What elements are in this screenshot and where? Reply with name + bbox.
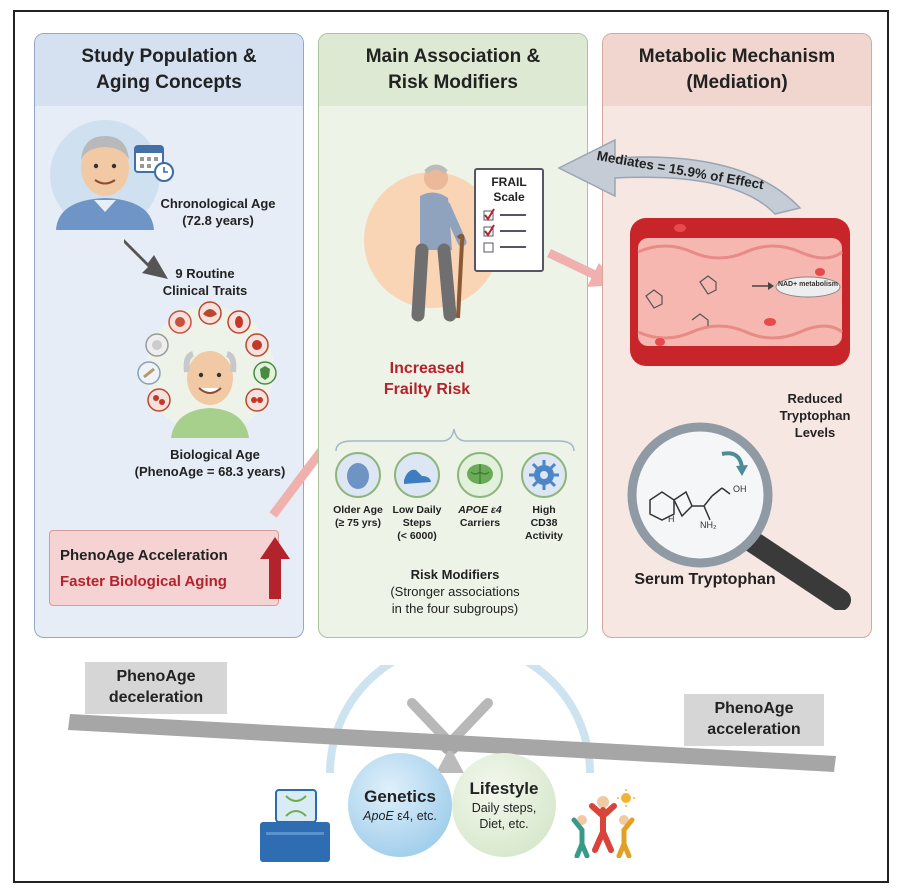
acceleration-line2: acceleration [707,721,801,738]
shoe-icon [404,469,431,484]
panel1-title-line2: Aging Concepts [96,72,242,93]
older-age-icon-circle [335,452,381,498]
modifier-cd38: High CD38 Activity [511,504,577,543]
lifestyle-bubble: Lifestyle Daily steps, Diet, etc. [452,753,556,857]
panel2-header: Main Association & Risk Modifiers [319,34,587,106]
traits-label-line2: Clinical Traits [162,283,248,298]
cd38-icon-circle [521,452,567,498]
modifier-low-steps-line2: Steps [402,517,432,529]
frail-scale-line2: Scale [493,190,525,204]
acceleration-subtitle: Faster Biological Aging [60,573,227,590]
chronological-age-value: (72.8 years) [182,213,254,228]
frail-scale-line1: FRAIL [491,175,527,189]
traits-label-line1: 9 Routine [175,266,235,281]
lifestyle-line1: Daily steps, [471,801,537,815]
reduced-tryptophan-line1: Reduced [787,391,843,406]
up-arrow-icon [260,537,290,599]
risk-modifiers-title: Risk Modifiers [410,567,500,582]
reduced-tryptophan-line3: Levels [794,425,836,440]
brace-icon [335,428,575,452]
modifier-cd38-line3: Activity [525,530,563,542]
panel3-title-line1: Metabolic Mechanism [638,46,836,67]
genetics-title: Genetics [364,787,436,806]
panel1-header: Study Population & Aging Concepts [35,34,303,106]
calendar-clock-icon [134,145,174,182]
lifestyle-title: Lifestyle [469,779,539,798]
magnifying-glass-icon [627,422,851,610]
low-steps-icon-circle [394,452,440,498]
apoe-icon-circle [457,452,503,498]
panel3-header: Metabolic Mechanism (Mediation) [603,34,871,106]
modifier-apoe-line1: APOE ε4 [458,504,502,516]
balance-beam [68,714,836,772]
clinical-traits-illustration [137,301,277,438]
deceleration-line2: deceleration [108,689,204,706]
blood-vessel-illustration [630,218,850,366]
gear-icon [529,460,559,490]
modifier-cd38-line1: High [532,504,556,516]
h-label: H [668,514,675,524]
risk-modifiers-sub2: in the four subgroups) [391,601,519,616]
elderly-person-with-cane-illustration [364,164,500,322]
serum-tryptophan-label: Serum Tryptophan [634,571,776,588]
frail-scale-clipboard: FRAIL Scale [474,168,544,272]
checklist-icon [483,208,526,253]
active-people-icon [571,789,635,858]
modifier-apoe-line2: Carriers [459,517,501,529]
nad-metabolism-label: NAD+ metabolism [777,281,839,288]
panel-main-association: Main Association & Risk Modifiers [318,33,588,638]
brain-icon [467,464,493,484]
modifier-low-steps-line1: Low Daily [392,504,442,516]
biological-age-value: (PhenoAge = 68.3 years) [134,464,286,479]
phenoage-deceleration-label: PhenoAge deceleration [85,662,227,714]
modifier-low-steps: Low Daily Steps (< 6000) [384,504,450,543]
dna-sequencer-icon [260,789,330,862]
down-right-arrow-icon [124,239,168,279]
increased-risk-line1: Increased [389,360,465,377]
biological-age-label: Biological Age [170,447,260,462]
chronological-age-label: Chronological Age [160,196,276,211]
panel1-title-line1: Study Population & [81,46,257,67]
genetics-bubble: Genetics ApoE ε4, etc. [348,753,452,857]
increased-risk-line2: Frailty Risk [383,381,471,398]
acceleration-line1: PhenoAge [714,700,794,717]
acceleration-title: PhenoAge Acceleration [60,547,228,564]
panel2-title-line2: Risk Modifiers [388,72,518,93]
modifier-low-steps-line3: (< 6000) [397,530,437,542]
elderly-man-illustration [50,120,160,230]
reduced-tryptophan-line2: Tryptophan [779,408,851,423]
panel2-title-line1: Main Association & [365,46,541,67]
modifier-older-age-line2: (≥ 75 yrs) [334,517,382,529]
genetics-rest-label: ε4, etc. [393,809,437,823]
modifier-older-age-line1: Older Age [333,504,383,516]
risk-modifiers-sub1: (Stronger associations [390,584,520,599]
panel3-title-line2: (Mediation) [686,72,788,93]
genetics-apoe-label: ApoE [363,809,394,823]
deceleration-line1: PhenoAge [116,668,196,685]
phenoage-acceleration-box: PhenoAge Acceleration Faster Biological … [49,530,279,606]
modifier-apoe: APOE ε4 Carriers [447,504,513,530]
lifestyle-line2: Diet, etc. [479,817,529,831]
curved-mediation-arrow [557,138,802,215]
modifier-older-age: Older Age (≥ 75 yrs) [325,504,391,530]
oh-label: OH [733,484,747,494]
head-icon [347,463,369,489]
nh2-label: NH₂ [700,520,717,530]
modifier-cd38-line2: CD38 [530,517,558,529]
phenoage-acceleration-label: PhenoAge acceleration [684,694,824,746]
